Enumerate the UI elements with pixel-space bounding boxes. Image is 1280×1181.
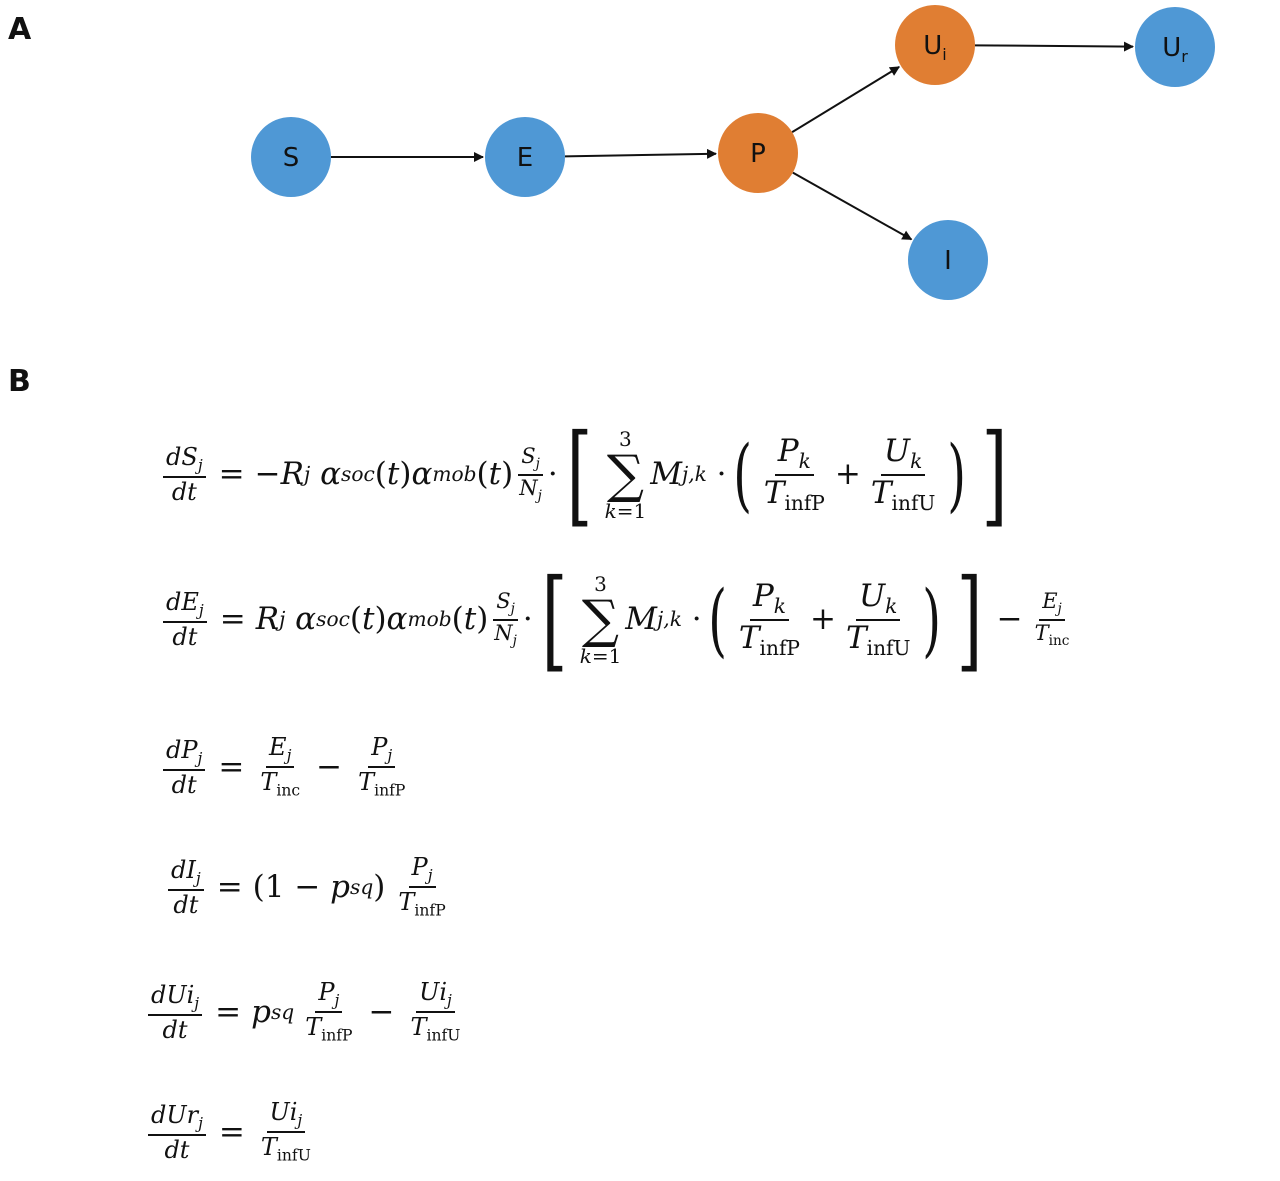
node-circle-e bbox=[485, 117, 565, 197]
node-label-i: I bbox=[944, 246, 952, 276]
node-circle-i bbox=[908, 220, 988, 300]
arrow-e-to-p bbox=[564, 148, 718, 159]
node-ui: Ui bbox=[895, 5, 975, 85]
compartment-diagram: S E P Ui UrI bbox=[251, 5, 1215, 300]
node-label-p: P bbox=[750, 139, 766, 169]
node-s: S bbox=[251, 117, 331, 197]
node-p: P bbox=[718, 113, 798, 193]
node-label-e: E bbox=[517, 143, 533, 173]
panel-label-b: B bbox=[8, 364, 31, 399]
node-ur: Ur bbox=[1135, 7, 1215, 87]
node-circle-p bbox=[718, 113, 798, 193]
node-e: E bbox=[485, 117, 565, 197]
node-label-ui: Ui bbox=[923, 31, 946, 64]
node-circle-ui bbox=[895, 5, 975, 85]
arrow-ui-to-ur bbox=[974, 41, 1135, 52]
node-i: I bbox=[908, 220, 988, 300]
node-circle-s bbox=[251, 117, 331, 197]
node-label-s: S bbox=[283, 143, 300, 173]
panel-label-a: A bbox=[8, 12, 32, 47]
arrow-p-to-ui bbox=[791, 66, 901, 134]
node-circle-ur bbox=[1135, 7, 1215, 87]
arrow-p-to-i bbox=[792, 171, 913, 241]
